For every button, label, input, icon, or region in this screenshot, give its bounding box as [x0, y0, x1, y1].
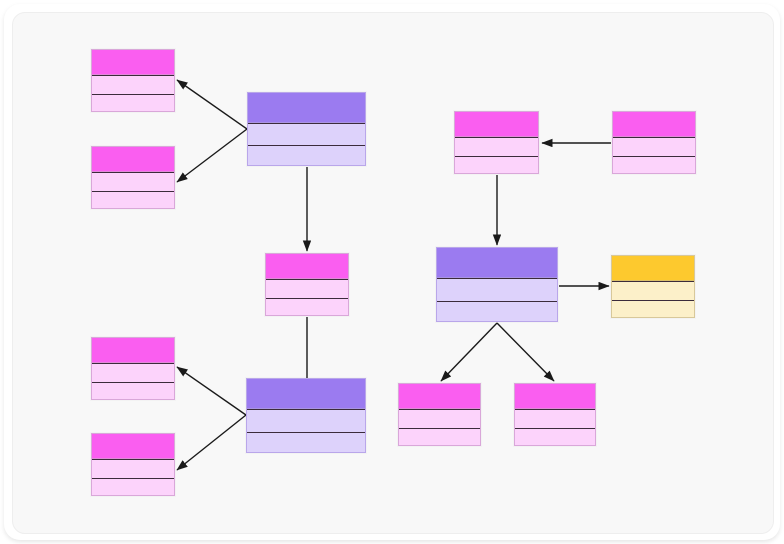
- uml-class-node[interactable]: [265, 253, 349, 316]
- node-attributes-row: [92, 363, 174, 382]
- node-operations-row: [437, 301, 557, 321]
- uml-class-node[interactable]: [612, 111, 696, 174]
- node-attributes-row: [437, 278, 557, 301]
- node-operations-row: [455, 156, 538, 173]
- node-operations-row: [92, 191, 174, 208]
- node-operations-row: [92, 382, 174, 399]
- node-title-row: [613, 112, 695, 137]
- edge-n7-to-n12: [440, 322, 498, 382]
- uml-class-node[interactable]: [514, 383, 596, 446]
- uml-class-node[interactable]: [611, 255, 695, 318]
- node-attributes-row: [399, 409, 480, 428]
- uml-class-node[interactable]: [91, 146, 175, 209]
- node-title-row: [92, 50, 174, 75]
- edge-n7-to-n13: [496, 322, 555, 382]
- node-title-row: [92, 338, 174, 363]
- node-title-row: [92, 147, 174, 172]
- node-attributes-row: [612, 281, 694, 300]
- uml-class-node[interactable]: [247, 92, 366, 166]
- node-attributes-row: [92, 459, 174, 478]
- node-title-row: [455, 112, 538, 137]
- node-operations-row: [92, 94, 174, 111]
- node-operations-row: [92, 478, 174, 495]
- node-attributes-row: [515, 409, 595, 428]
- node-operations-row: [399, 428, 480, 445]
- node-attributes-row: [613, 137, 695, 156]
- node-operations-row: [612, 300, 694, 317]
- edge-n3-to-n2: [176, 128, 248, 183]
- node-title-row: [437, 248, 557, 278]
- node-title-row: [247, 379, 365, 409]
- node-operations-row: [248, 145, 365, 165]
- node-operations-row: [266, 298, 348, 315]
- node-attributes-row: [247, 409, 365, 432]
- diagram-canvas[interactable]: [12, 12, 774, 534]
- uml-class-node[interactable]: [454, 111, 539, 174]
- node-title-row: [612, 256, 694, 281]
- uml-class-node[interactable]: [436, 247, 558, 322]
- node-operations-row: [247, 432, 365, 452]
- node-operations-row: [515, 428, 595, 445]
- uml-class-node[interactable]: [91, 337, 175, 400]
- uml-class-node[interactable]: [91, 433, 175, 496]
- node-attributes-row: [248, 123, 365, 145]
- node-title-row: [248, 93, 365, 123]
- uml-class-node[interactable]: [91, 49, 175, 112]
- node-attributes-row: [92, 172, 174, 191]
- uml-class-node[interactable]: [398, 383, 481, 446]
- node-operations-row: [613, 156, 695, 173]
- edge-n3-to-n1: [176, 79, 248, 130]
- edge-n11-to-n9: [176, 366, 247, 416]
- node-attributes-row: [266, 279, 348, 298]
- node-title-row: [399, 384, 480, 409]
- node-title-row: [92, 434, 174, 459]
- node-title-row: [515, 384, 595, 409]
- node-attributes-row: [92, 75, 174, 94]
- node-title-row: [266, 254, 348, 279]
- edge-n11-to-n10: [176, 414, 247, 471]
- node-attributes-row: [455, 137, 538, 156]
- uml-class-node[interactable]: [246, 378, 366, 453]
